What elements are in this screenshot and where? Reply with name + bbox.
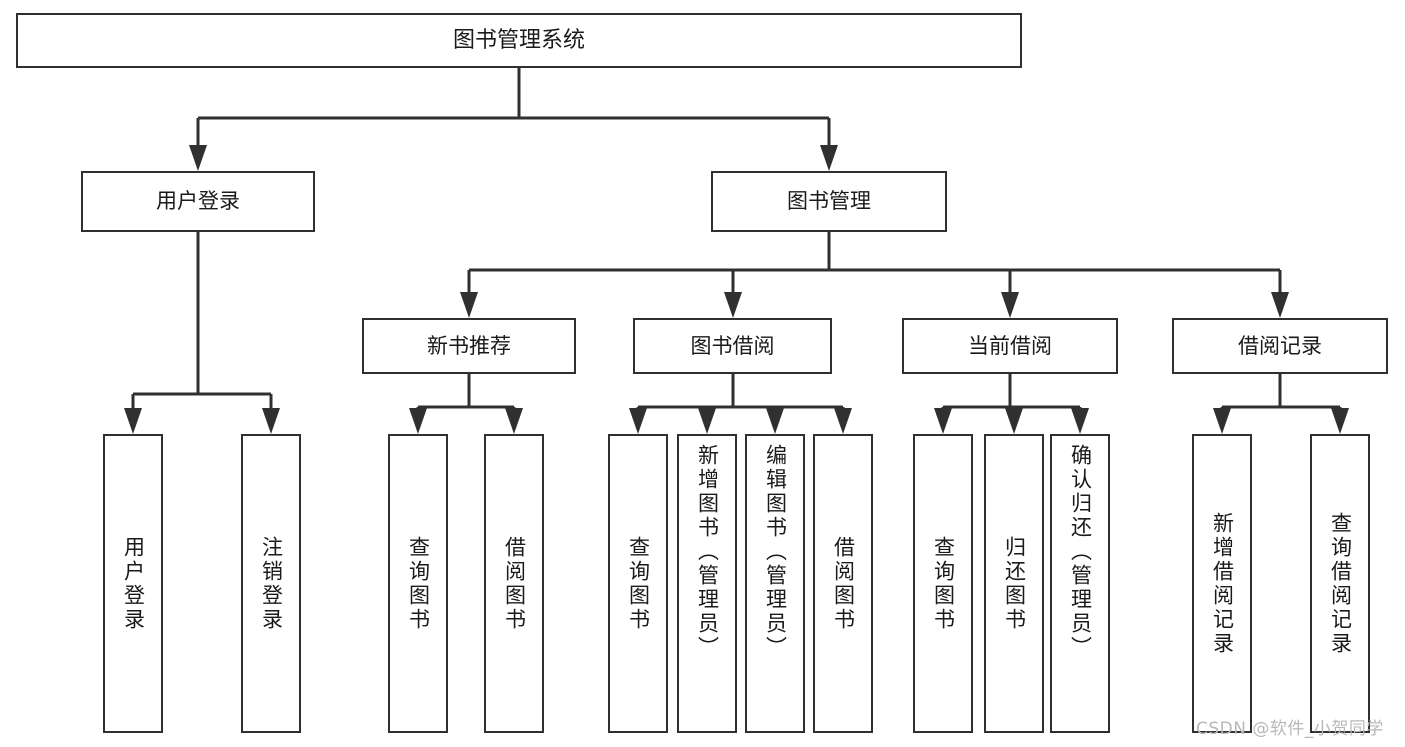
- node-label: 借阅图书: [502, 535, 527, 632]
- node-label: 新增借阅记录: [1210, 511, 1235, 656]
- conn-new-book-rec-arrowhead: [505, 408, 523, 434]
- node-leaf-query-book-3[interactable]: 查询图书: [913, 434, 973, 733]
- node-label: 用户登录: [121, 535, 146, 632]
- conn-root-arrowhead: [189, 145, 207, 171]
- node-book-manage[interactable]: 图书管理: [711, 171, 947, 232]
- node-label: 图书借阅: [690, 333, 775, 358]
- node-label: 新增图书（管理员）: [695, 444, 720, 660]
- node-leaf-add-record[interactable]: 新增借阅记录: [1192, 434, 1252, 733]
- conn-book-manage-arrowhead: [1271, 292, 1289, 318]
- node-leaf-query-book-1[interactable]: 查询图书: [388, 434, 448, 733]
- conn-book-borrow-arrowhead: [629, 408, 647, 434]
- node-label: 借阅记录: [1238, 333, 1322, 358]
- conn-current-borrow-arrowhead: [1071, 408, 1089, 434]
- conn-user-login-arrowhead: [124, 408, 142, 434]
- node-leaf-query-record[interactable]: 查询借阅记录: [1310, 434, 1370, 733]
- node-borrow-record[interactable]: 借阅记录: [1172, 318, 1388, 374]
- node-label: 图书管理: [787, 189, 871, 214]
- node-current-borrow[interactable]: 当前借阅: [902, 318, 1118, 374]
- node-leaf-borrow-book-2[interactable]: 借阅图书: [813, 434, 873, 733]
- node-user-login[interactable]: 用户登录: [81, 171, 315, 232]
- conn-book-manage-arrowhead: [724, 292, 742, 318]
- node-leaf-confirm-return[interactable]: 确认归还（管理员）: [1050, 434, 1110, 733]
- node-leaf-borrow-book-1[interactable]: 借阅图书: [484, 434, 544, 733]
- conn-book-manage-arrowhead: [1001, 292, 1019, 318]
- node-leaf-query-book-2[interactable]: 查询图书: [608, 434, 668, 733]
- node-new-book-rec[interactable]: 新书推荐: [362, 318, 576, 374]
- node-label: 查询图书: [626, 535, 651, 632]
- node-label: 当前借阅: [968, 333, 1052, 358]
- node-label: 查询图书: [931, 535, 956, 632]
- node-label: 归还图书: [1002, 535, 1027, 632]
- node-leaf-return-book[interactable]: 归还图书: [984, 434, 1044, 733]
- conn-book-borrow-arrowhead: [766, 408, 784, 434]
- node-label: 借阅图书: [831, 535, 856, 632]
- conn-new-book-rec-arrowhead: [409, 408, 427, 434]
- node-label: 确认归还（管理员）: [1068, 444, 1093, 660]
- node-leaf-logout[interactable]: 注销登录: [241, 434, 301, 733]
- node-label: 编辑图书（管理员）: [763, 444, 788, 660]
- conn-user-login-arrowhead: [262, 408, 280, 434]
- conn-borrow-record-arrowhead: [1213, 408, 1231, 434]
- node-label: 注销登录: [259, 535, 284, 632]
- conn-borrow-record-arrowhead: [1331, 408, 1349, 434]
- node-book-borrow[interactable]: 图书借阅: [633, 318, 832, 374]
- conn-book-manage-arrowhead: [460, 292, 478, 318]
- node-leaf-add-book[interactable]: 新增图书（管理员）: [677, 434, 737, 733]
- node-leaf-edit-book[interactable]: 编辑图书（管理员）: [745, 434, 805, 733]
- node-leaf-user-login[interactable]: 用户登录: [103, 434, 163, 733]
- conn-current-borrow-arrowhead: [934, 408, 952, 434]
- conn-current-borrow-arrowhead: [1005, 408, 1023, 434]
- conn-book-borrow-arrowhead: [698, 408, 716, 434]
- watermark: CSDN @软件_小贺同学: [1196, 719, 1384, 739]
- conn-book-borrow-arrowhead: [834, 408, 852, 434]
- node-label: 用户登录: [156, 189, 240, 214]
- node-root[interactable]: 图书管理系统: [16, 13, 1022, 68]
- node-label: 新书推荐: [427, 333, 511, 358]
- node-label: 查询图书: [406, 535, 431, 632]
- conn-root-arrowhead: [820, 145, 838, 171]
- node-label: 图书管理系统: [452, 27, 585, 53]
- node-label: 查询借阅记录: [1328, 511, 1353, 656]
